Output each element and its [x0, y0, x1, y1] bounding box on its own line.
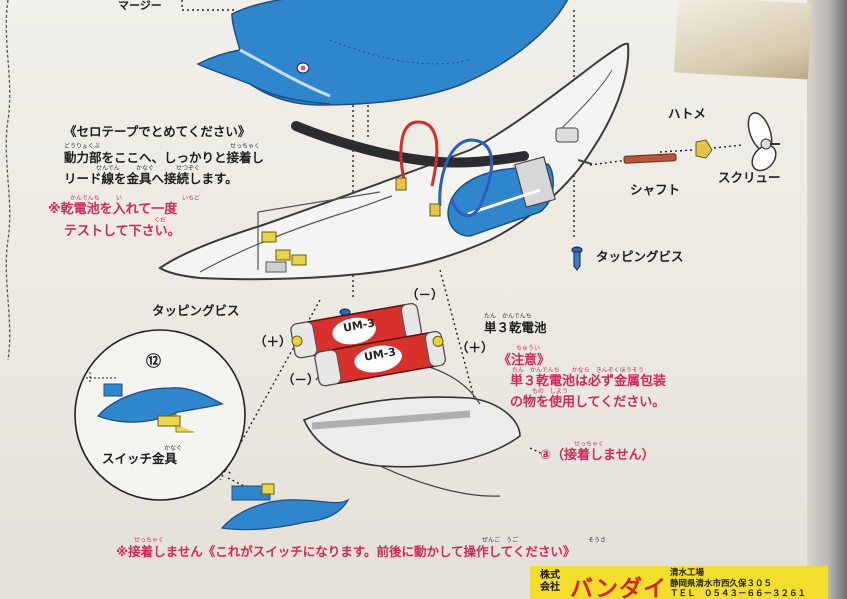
ruby-kandenchi: かんでんち: [70, 195, 100, 202]
ruby-tan-kandenchi: たん かんでんち: [484, 313, 532, 320]
lead-connector-a: [395, 177, 407, 191]
hatome-part: [695, 139, 713, 159]
ruby-secchaku3: せっちゃく: [134, 537, 165, 544]
shaft-part: [623, 153, 677, 164]
label-plus-left: （＋）: [254, 334, 292, 349]
label-test-line2: テストして下さい。: [64, 224, 181, 239]
label-caution-line1: 単３乾電池は必ず金属包装: [510, 374, 667, 389]
label-tapping-right: タッピングビス: [596, 249, 684, 264]
label-plus-right: （＋）: [456, 340, 494, 355]
ruby-douryokubu: どうりょくぶ: [64, 143, 101, 150]
ruby-ichido: いちど: [182, 195, 201, 202]
red-wire: [399, 120, 439, 187]
label-no-glue-3: ③（接着しません）: [540, 448, 655, 463]
ruby-kanagu: かなぐ: [136, 165, 155, 172]
label-part-12: ⑫: [146, 352, 162, 370]
ruby-zengo: ぜんご うご: [482, 537, 519, 544]
ruby-chuui: ちゅうい: [516, 345, 541, 352]
address-line: 静岡県清水市西久保３０５: [670, 578, 773, 589]
black-tube: [291, 121, 529, 168]
label-cello-tape: 《セロテープでとめてください》: [64, 124, 251, 139]
tel-line: ＴＥＬ ０５４３－６６－３２６１: [670, 589, 807, 599]
ruby-ire: い: [116, 195, 123, 202]
switch-dolphin-inset: [96, 383, 224, 433]
label-caution-title: 《注意》: [498, 353, 551, 368]
label-shaft: シャフト: [630, 182, 681, 197]
ruby-secchaku2: せっちゃく: [574, 441, 605, 448]
bottom-fin: [302, 357, 521, 497]
label-hatome: ハトメ: [668, 106, 706, 121]
ruby-secchaku: せっちゃく: [230, 143, 261, 150]
label-motor-line2: リード線を金具へ接続します。: [64, 171, 238, 186]
battery-2: [314, 330, 446, 387]
inset-guide: [86, 372, 116, 382]
label-test-line1: ※乾電池を入れて一度: [48, 202, 178, 217]
label-minus-left: （－）: [282, 372, 320, 387]
label-bottom-note: ※接着しません《これがスイッチになります。前後に動かして操作してください》: [116, 544, 576, 559]
motor-unit: [447, 127, 593, 237]
ruby-mono-shiyou: もの しよう: [532, 388, 569, 395]
blue-wire: [438, 138, 493, 218]
border-twist: [5, 0, 11, 361]
ruby-setsuzoku: せつぞく: [176, 165, 201, 172]
sheet-edge: [807, 0, 847, 599]
lead-connector-b: [429, 203, 441, 217]
label-battery: 単３乾電池: [484, 320, 547, 335]
ruby-sousa: そうさ: [588, 537, 607, 544]
label-screw: スクリュー: [718, 170, 781, 185]
ruby-senden: せんでん: [96, 165, 120, 172]
label-caution-line2: の物を使用してください。: [510, 395, 666, 410]
screw-propeller: [747, 112, 780, 172]
switch-dolphin-bottom: [220, 483, 350, 531]
label-switch-metal: スイッチ金具: [102, 451, 178, 466]
label-tapping-left: タッピングビス: [152, 303, 240, 318]
dolphin-top: [196, 0, 569, 106]
ruby-caution: たん かんでんち かなら きんぞくほうそう: [512, 367, 644, 374]
label-top-cut: マージー: [118, 0, 162, 12]
label-motor-line1: 動力部をここへ、しっかりと接着し: [64, 150, 265, 165]
brand-logo: バンダイ: [570, 576, 668, 599]
tapping-screw-right: [571, 246, 583, 271]
company-address: 清水工場 静岡県清水市西久保３０５ ＴＥＬ ０５４３－６６－３２６１: [670, 568, 806, 599]
footer-company: 株式会社 バンダイ 清水工場 静岡県清水市西久保３０５ ＴＥＬ ０５４３－６６－…: [530, 566, 828, 599]
factory-name: 清水工場: [670, 568, 705, 578]
ruby-kanagu2: かなぐ: [164, 445, 183, 452]
company-type: 株式会社: [540, 570, 560, 593]
ruby-kudasai: くだ: [154, 217, 167, 224]
label-minus-top: （－）: [406, 287, 444, 302]
